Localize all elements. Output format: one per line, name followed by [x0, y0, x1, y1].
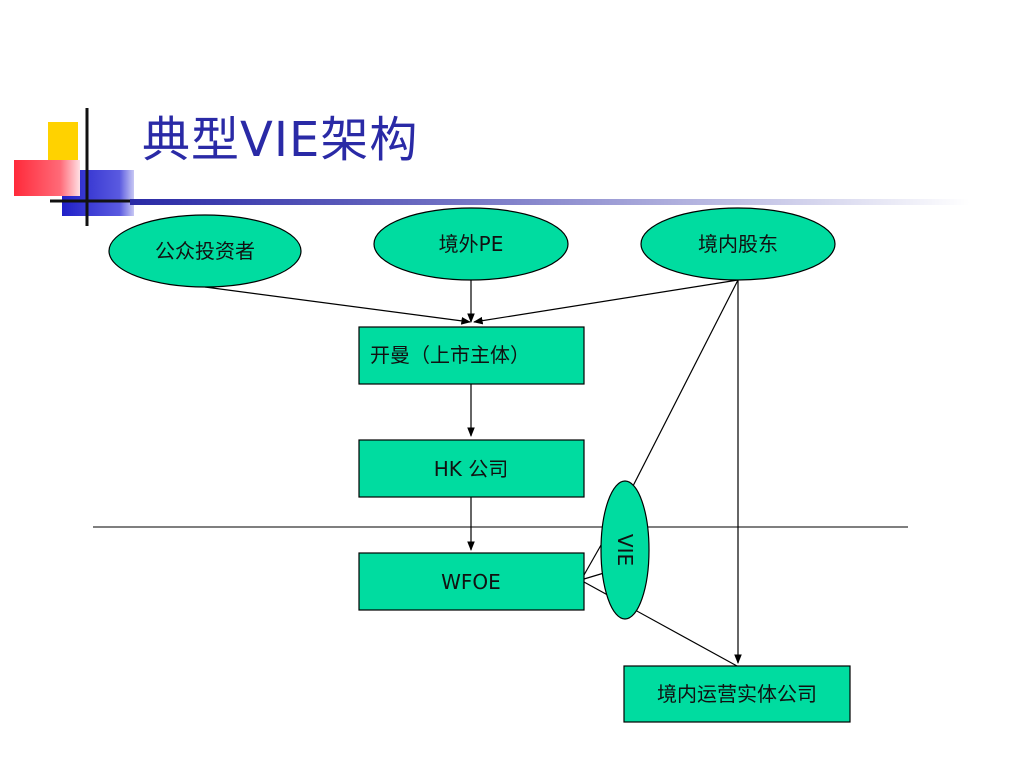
edge-wfoe-to-vie-lower — [583, 572, 605, 580]
node-domestic-shareholders-label: 境内股东 — [698, 232, 778, 256]
node-offshore-pe: 境外PE — [373, 207, 569, 281]
node-hk-company-label: HK 公司 — [434, 457, 509, 481]
deco-red-block — [14, 160, 80, 196]
node-wfoe: WFOE — [358, 552, 585, 611]
node-domestic-shareholders: 境内股东 — [640, 207, 836, 281]
node-operating-company-label: 境内运营实体公司 — [657, 682, 817, 706]
node-wfoe-label: WFOE — [441, 570, 501, 594]
page-title: 典型VIE架构 — [142, 112, 419, 168]
deco-yellow-block — [48, 122, 78, 162]
edge-domestic-to-vie — [632, 279, 739, 487]
title-underline — [130, 199, 970, 205]
node-hk-company: HK 公司 — [358, 439, 585, 498]
node-public-investors-label: 公众投资者 — [155, 239, 255, 263]
node-operating-company: 境内运营实体公司 — [623, 665, 851, 723]
node-vie-label: VIE — [613, 534, 637, 566]
node-listed-entity: 开曼（上市主体） — [358, 326, 585, 385]
node-public-investors: 公众投资者 — [108, 214, 302, 288]
edge-domestic-to-listed — [473, 279, 739, 325]
corner-decoration — [14, 108, 140, 226]
node-listed-entity-label: 开曼（上市主体） — [370, 343, 530, 367]
edge-public-to-listed — [204, 286, 471, 325]
node-vie: VIE — [600, 480, 650, 620]
node-offshore-pe-label: 境外PE — [439, 232, 504, 256]
